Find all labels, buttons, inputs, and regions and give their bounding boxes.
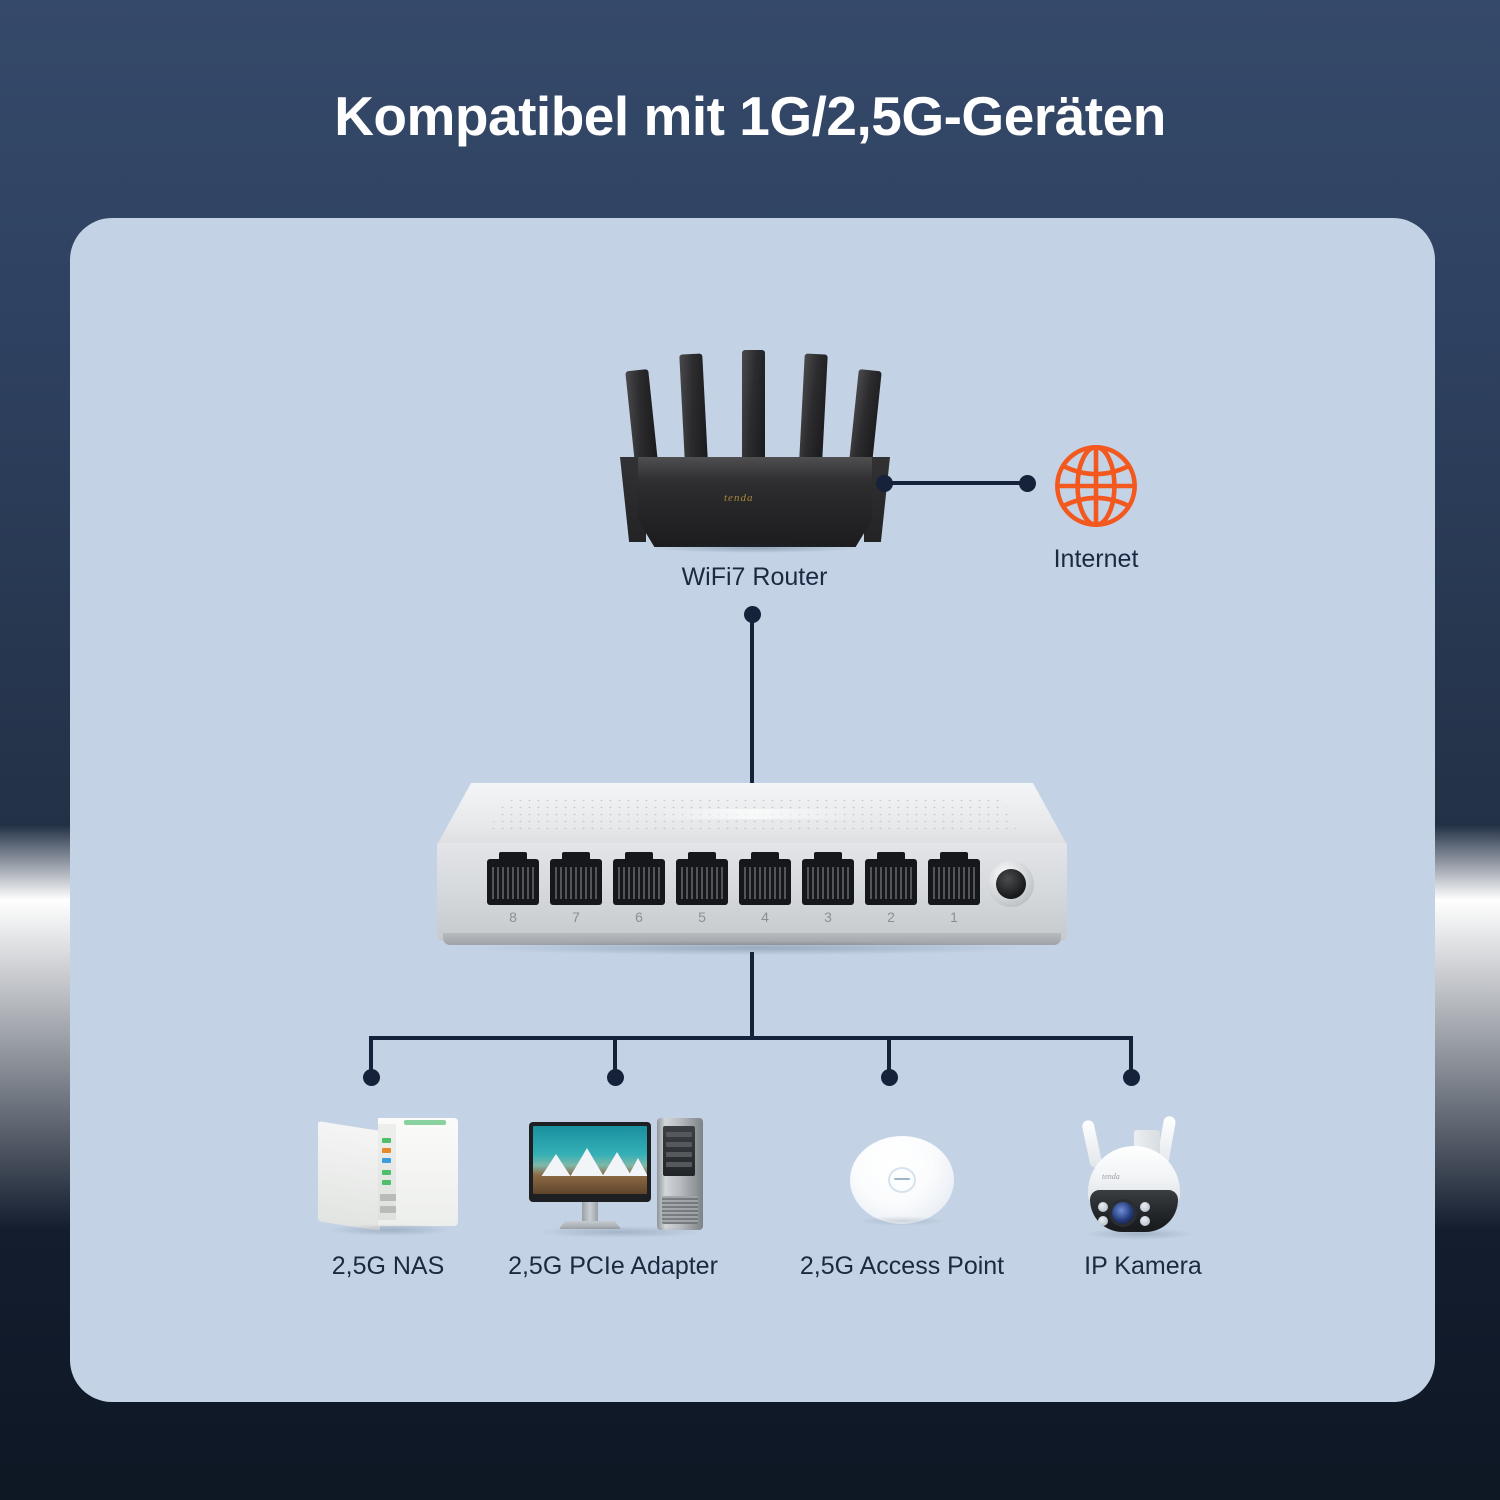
- link-switch-bus: [750, 952, 754, 1040]
- client-label-pcie-adapter: 2,5G PCIe Adapter: [508, 1252, 718, 1280]
- desktop-pc-icon: [529, 1118, 705, 1238]
- drop-line-nas: [369, 1036, 373, 1078]
- client-label-access-point: 2,5G Access Point: [799, 1252, 1005, 1280]
- network-switch-icon: 8 7 6 5 4 3 2 1: [437, 783, 1067, 955]
- switch-port-number: 4: [761, 909, 769, 925]
- drop-line-camera: [1129, 1036, 1133, 1078]
- switch-port-number: 6: [635, 909, 643, 925]
- drop-dot-nas: [363, 1069, 380, 1086]
- drop-dot-camera: [1123, 1069, 1140, 1086]
- drop-line-pc: [613, 1036, 617, 1078]
- switch-port-number: 5: [698, 909, 706, 925]
- drop-dot-pc: [607, 1069, 624, 1086]
- internet-label: Internet: [1053, 545, 1139, 573]
- router-label: WiFi7 Router: [681, 563, 828, 591]
- ip-camera-icon: tenda: [1068, 1110, 1218, 1240]
- switch-port-number: 2: [887, 909, 895, 925]
- router-brand-logo: tenda: [724, 492, 754, 504]
- globe-icon: [1050, 440, 1142, 532]
- link-dot-router-internet-right: [1019, 475, 1036, 492]
- client-label-nas: 2,5G NAS: [331, 1252, 445, 1280]
- switch-port-number: 1: [950, 909, 958, 925]
- access-point-icon: [850, 1136, 954, 1226]
- camera-brand-logo: tenda: [1102, 1172, 1120, 1181]
- drop-line-ap: [887, 1036, 891, 1078]
- switch-port-number: 3: [824, 909, 832, 925]
- client-bus-line: [369, 1036, 1133, 1040]
- nas-icon: [318, 1112, 458, 1236]
- page-title: Kompatibel mit 1G/2,5G-Geräten: [334, 85, 1166, 147]
- switch-port-number: 8: [509, 909, 517, 925]
- client-label-ip-camera: IP Kamera: [1084, 1252, 1202, 1280]
- link-router-switch: [750, 614, 754, 789]
- drop-dot-ap: [881, 1069, 898, 1086]
- wifi-router-icon: tenda: [620, 340, 890, 555]
- power-jack-icon: [988, 861, 1034, 907]
- link-router-internet: [884, 481, 1029, 485]
- switch-port-number: 7: [572, 909, 580, 925]
